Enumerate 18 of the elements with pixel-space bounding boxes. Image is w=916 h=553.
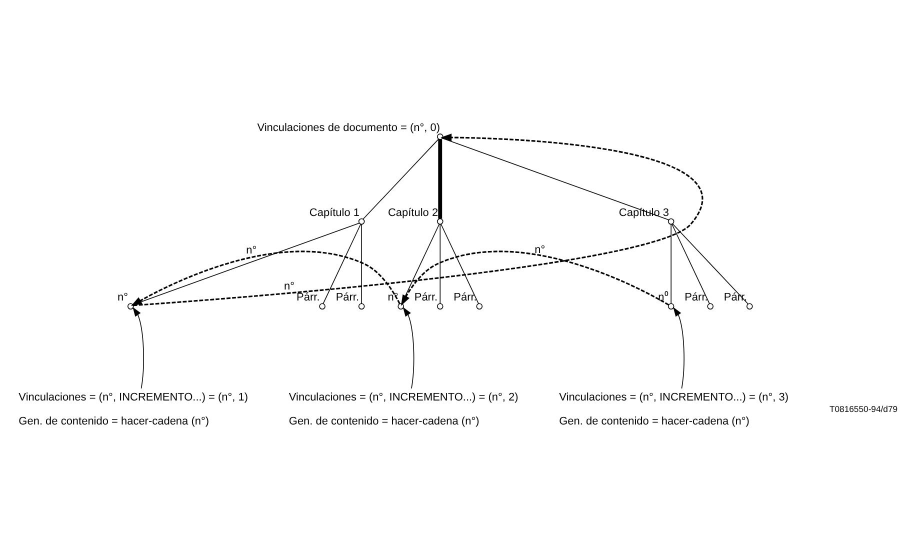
node-label: Capítulo 2 (388, 206, 438, 219)
label: T0816550-94/d79 (829, 404, 898, 414)
node-label: Vinculaciones de documento = (n°, 0) (257, 122, 440, 134)
node-label: Párr. (296, 292, 320, 304)
node-label: Capítulo 1 (309, 206, 360, 219)
edge-label: n° (534, 244, 546, 256)
edge-label: n° (246, 244, 257, 256)
node-label: n° (388, 292, 398, 304)
node-label: n⁰ (658, 292, 668, 304)
node-text: Vinculaciones = (n°, INCREMENTO...) = (n°, 3) Gen. de contenido = hacer-cadena (n°) (559, 391, 789, 428)
node-text: Vinculaciones = (n°, INCREMENTO...) = (n°, 1) Gen. de contenido = hacer-cadena (n°) (18, 391, 248, 428)
node-label: Párr. (336, 292, 360, 304)
node-label: Párr. (684, 292, 708, 304)
node-label: n° (118, 292, 128, 304)
node-label: Párr. (414, 292, 438, 304)
edge-label: n° (284, 280, 295, 293)
node-label: Párr. (454, 292, 477, 304)
node-text: Vinculaciones = (n°, INCREMENTO...) = (n°, 2) Gen. de contenido = hacer-cadena (n°) (288, 391, 518, 428)
